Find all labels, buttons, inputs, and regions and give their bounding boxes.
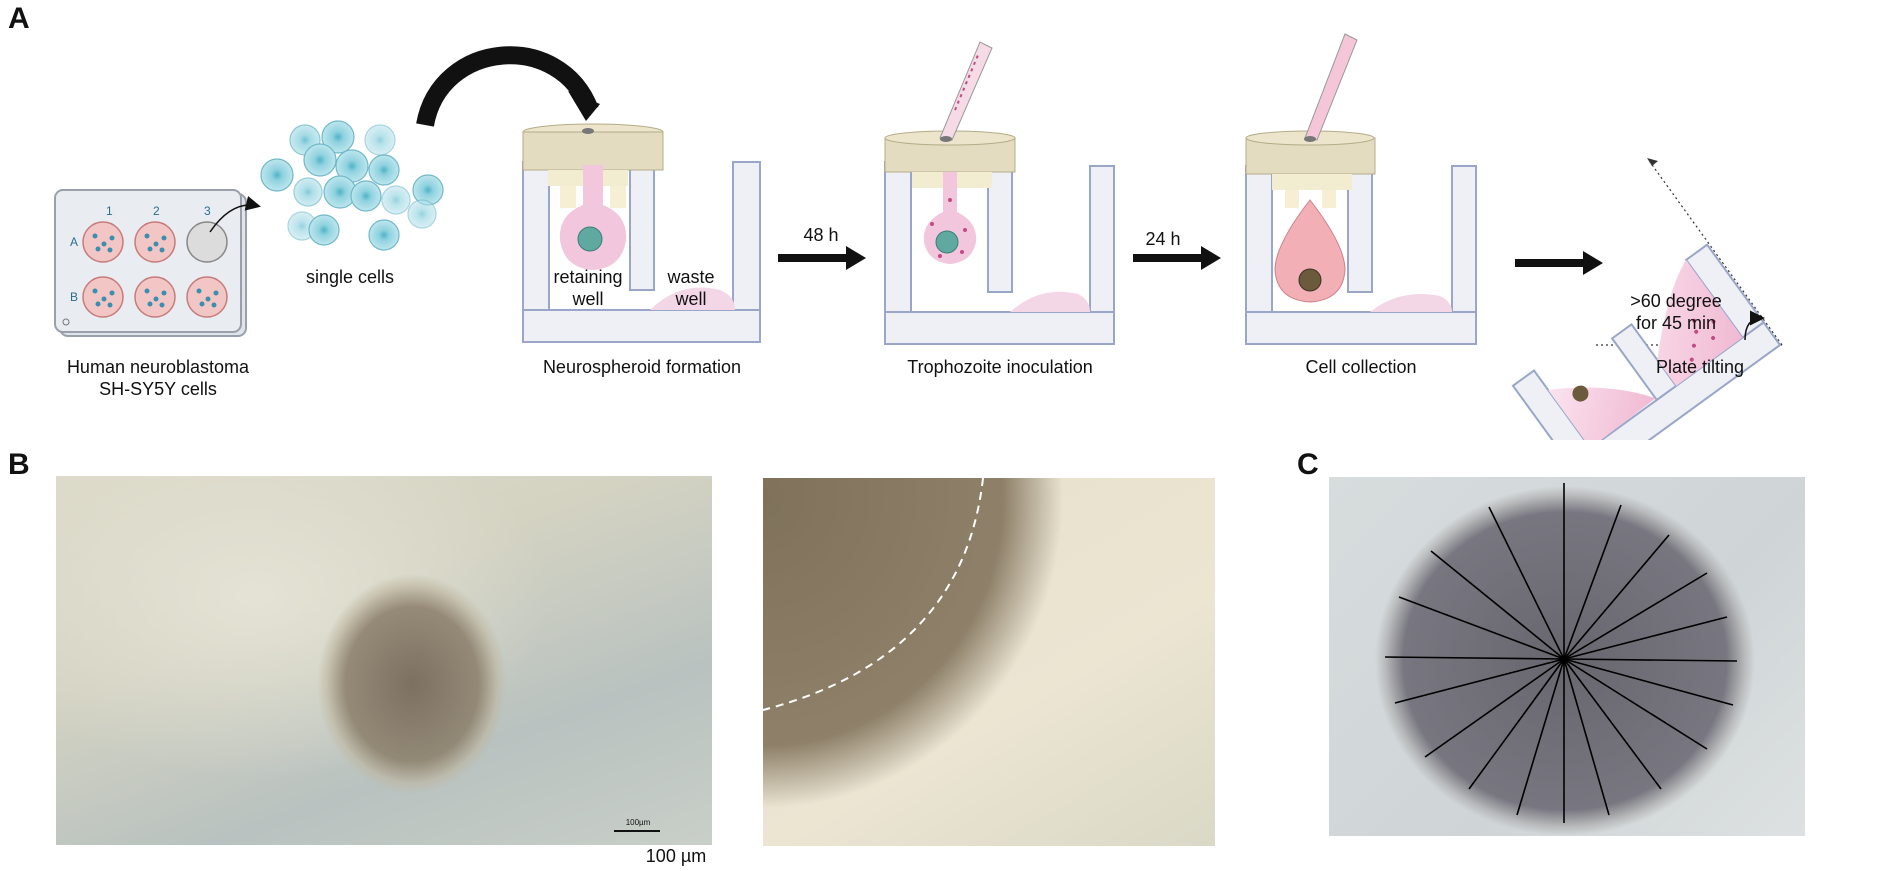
transfer-arrow bbox=[416, 46, 599, 127]
plate-row-a: A bbox=[70, 235, 78, 249]
label-human-cells-line1: Human neuroblastoma bbox=[66, 357, 250, 377]
label-plate-tilting: Plate tilting bbox=[1655, 357, 1745, 377]
label-retaining-line2: well bbox=[572, 289, 604, 309]
scale-bar-label-small: 100µm bbox=[625, 818, 651, 827]
core-boundary-dashed bbox=[763, 478, 984, 711]
label-human-cells-line2: SH-SY5Y cells bbox=[99, 379, 217, 399]
panel-letter-a: A bbox=[8, 2, 30, 35]
micrograph-spheroid-overview: 100µm bbox=[56, 476, 712, 845]
label-trophozoite-inoculation: Trophozoite inoculation bbox=[907, 357, 1093, 377]
workflow-diagram: 1 2 3 A B bbox=[54, 33, 1783, 440]
label-waste-line1: waste bbox=[667, 267, 715, 287]
device-neurospheroid bbox=[522, 123, 761, 343]
device-trophozoite bbox=[884, 41, 1115, 345]
scale-bar bbox=[614, 830, 660, 832]
label-human-cells: Human neuroblastoma SH-SY5Y cells bbox=[20, 356, 296, 400]
single-cells-cluster bbox=[260, 120, 444, 251]
plate-col-2: 2 bbox=[153, 204, 160, 218]
label-tilt-angle-line2: for 45 min bbox=[1635, 313, 1717, 333]
plate-col-3: 3 bbox=[204, 204, 211, 218]
panel-letter-b: B bbox=[8, 448, 30, 481]
label-time-24h: 24 h bbox=[1145, 229, 1181, 249]
label-tilt-angle: >60 degree for 45 min bbox=[1606, 290, 1746, 334]
label-cell-collection: Cell collection bbox=[1305, 357, 1417, 377]
tilted-plate bbox=[1511, 158, 1783, 440]
label-single-cells: single cells bbox=[305, 267, 395, 287]
label-waste-line2: well bbox=[675, 289, 707, 309]
dissociation-arrow bbox=[209, 196, 261, 233]
plate-row-b: B bbox=[70, 290, 78, 304]
label-retaining-well: retaining well bbox=[540, 266, 636, 310]
scale-bar-label: 100 µm bbox=[645, 846, 707, 866]
label-tilt-angle-line1: >60 degree bbox=[1630, 291, 1722, 311]
plate-col-1: 1 bbox=[106, 204, 113, 218]
micrograph-radial-measurement bbox=[1329, 477, 1805, 836]
panel-letter-c: C bbox=[1297, 448, 1319, 481]
radial-lines bbox=[1384, 483, 1738, 823]
six-well-plate bbox=[54, 189, 247, 337]
label-retaining-line1: retaining bbox=[553, 267, 623, 287]
label-waste-well: waste well bbox=[655, 266, 727, 310]
micrograph-spheroid-zoom bbox=[763, 478, 1215, 846]
device-collection bbox=[1245, 33, 1477, 345]
label-neurospheroid-formation: Neurospheroid formation bbox=[542, 357, 742, 377]
label-time-48h: 48 h bbox=[803, 225, 839, 245]
